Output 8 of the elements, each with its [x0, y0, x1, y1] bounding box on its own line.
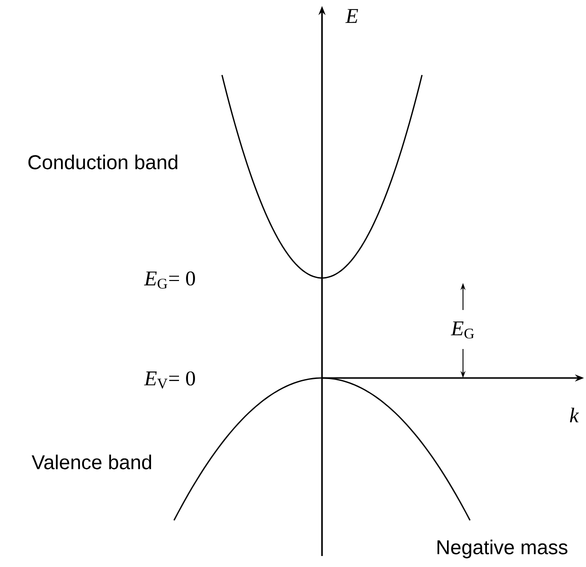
energy-label: E$_{G}$= 0	[144, 271, 195, 289]
axis-label: E	[345, 9, 358, 23]
band-label: Conduction band	[28, 154, 178, 170]
gap-label: E$_{G}$	[450, 322, 474, 338]
note-label: Negative mass	[438, 540, 568, 558]
axis-label: k	[570, 408, 579, 422]
band-label: Valence band	[32, 454, 152, 470]
energy-label: E$_{V}$= 0	[144, 371, 195, 389]
